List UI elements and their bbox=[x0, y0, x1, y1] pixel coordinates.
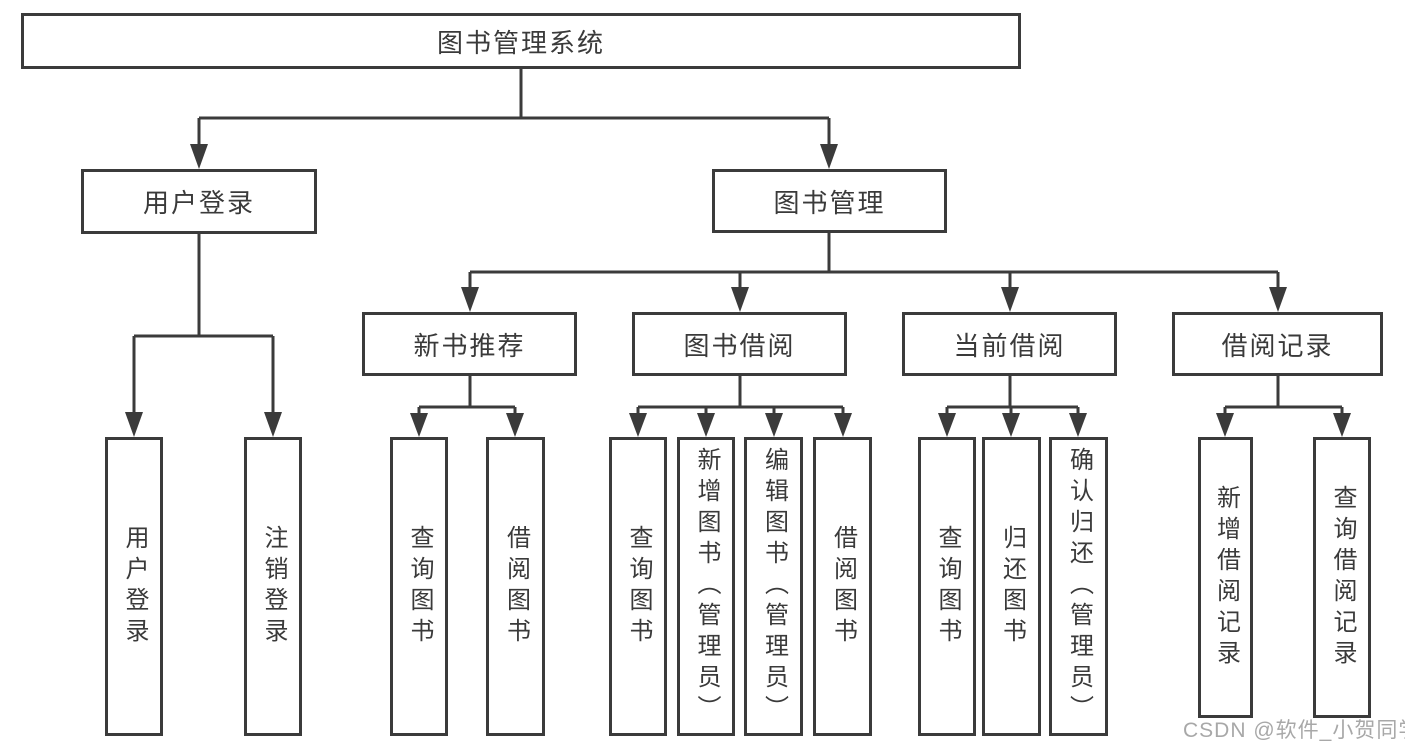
leaf-borrow-books-borrowing: 借阅图书 bbox=[813, 437, 872, 736]
node-label: 图书管理 bbox=[773, 187, 886, 218]
node-new-book-recommendation: 新书推荐 bbox=[362, 312, 577, 376]
leaf-user-login: 用户登录 bbox=[105, 437, 163, 736]
node-label: 查询图书 bbox=[934, 524, 961, 649]
node-borrowing-records: 借阅记录 bbox=[1172, 312, 1383, 376]
node-user-login: 用户登录 bbox=[81, 169, 317, 234]
leaf-add-borrow-record: 新增借阅记录 bbox=[1198, 437, 1253, 718]
connector-borrowing-records-children bbox=[1223, 376, 1344, 415]
leaf-search-books-recommend: 查询图书 bbox=[390, 437, 448, 736]
node-label: 借阅图书 bbox=[502, 524, 530, 649]
node-label: 归还图书 bbox=[998, 524, 1026, 649]
connector-current-borrowing-children bbox=[945, 376, 1080, 415]
node-label: 用户登录 bbox=[121, 524, 148, 649]
node-label: 借阅记录 bbox=[1221, 330, 1334, 361]
node-label: 编辑图书（管理员） bbox=[760, 447, 788, 726]
node-label: 新增图书（管理员） bbox=[693, 447, 720, 726]
node-current-borrowing: 当前借阅 bbox=[902, 312, 1117, 376]
connector-root-to-level2 bbox=[197, 69, 831, 146]
leaf-edit-books-admin: 编辑图书（管理员） bbox=[744, 437, 803, 736]
node-label: 图书管理系统 bbox=[436, 27, 605, 58]
node-book-management: 图书管理 bbox=[712, 169, 947, 233]
node-label: 确认归还（管理员） bbox=[1065, 447, 1093, 726]
leaf-add-books-admin: 新增图书（管理员） bbox=[677, 437, 735, 736]
connector-new-book-children bbox=[417, 376, 517, 415]
csdn-watermark: CSDN @软件_小贺同学 bbox=[1183, 719, 1405, 742]
node-label: 注销登录 bbox=[260, 524, 287, 649]
leaf-search-borrow-record: 查询借阅记录 bbox=[1313, 437, 1371, 718]
node-label: 图书借阅 bbox=[683, 330, 796, 361]
node-label: 借阅图书 bbox=[829, 524, 857, 649]
leaf-logout-login: 注销登录 bbox=[244, 437, 302, 736]
connector-user-login-children bbox=[132, 234, 275, 414]
connector-book-management-children bbox=[468, 233, 1280, 289]
node-label: 用户登录 bbox=[142, 188, 255, 218]
node-label: 当前借阅 bbox=[953, 330, 1066, 361]
node-label: 查询借阅记录 bbox=[1329, 484, 1356, 671]
node-label: 查询图书 bbox=[625, 524, 652, 649]
connector-book-borrowing-children bbox=[636, 376, 845, 415]
leaf-confirm-return-admin: 确认归还（管理员） bbox=[1049, 437, 1108, 736]
leaf-return-books: 归还图书 bbox=[982, 437, 1041, 736]
leaf-search-books-borrowing: 查询图书 bbox=[609, 437, 667, 736]
node-label: 查询图书 bbox=[406, 524, 433, 649]
node-label: 新增借阅记录 bbox=[1212, 484, 1240, 671]
node-library-management-system: 图书管理系统 bbox=[21, 13, 1021, 69]
node-book-borrowing: 图书借阅 bbox=[632, 312, 847, 376]
leaf-borrow-books-recommend: 借阅图书 bbox=[486, 437, 545, 736]
leaf-search-books-current: 查询图书 bbox=[918, 437, 976, 736]
node-label: 新书推荐 bbox=[413, 330, 526, 361]
arrowheads bbox=[125, 144, 1351, 437]
